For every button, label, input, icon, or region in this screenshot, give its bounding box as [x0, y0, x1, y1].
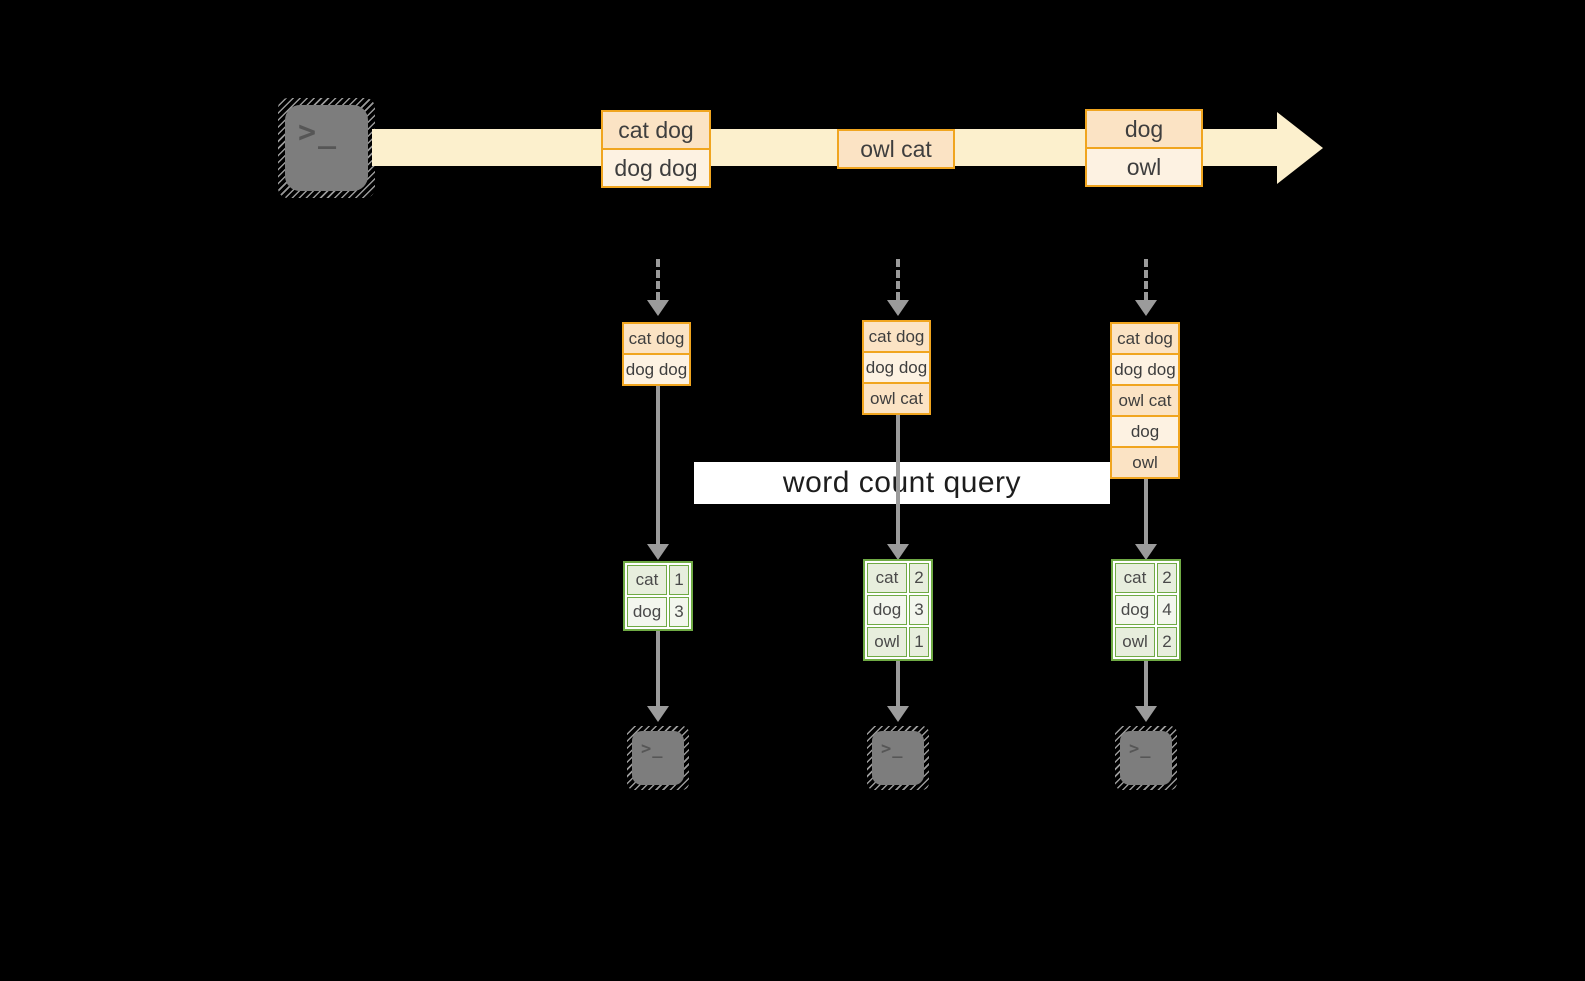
prompt-glyph: >_ [298, 115, 339, 150]
input-record: cat dog [622, 322, 691, 355]
down-arrow-icon [1135, 655, 1157, 722]
input-record: dog dog [622, 353, 691, 386]
dashed-arrow-icon [887, 259, 909, 316]
stream-arrowhead-icon [1277, 112, 1323, 184]
down-arrow-icon [887, 415, 909, 560]
stream-batch-1: cat dog dog dog [601, 110, 711, 188]
sink-terminal-icon: >_ [867, 726, 929, 790]
down-arrow-icon [1135, 479, 1157, 560]
input-record: owl cat [1110, 384, 1180, 417]
terminal-screen: >_ [632, 731, 684, 785]
sink-terminal-icon: >_ [627, 726, 689, 790]
word-count-table-3: cat 2 dog 4 owl 2 [1111, 559, 1181, 661]
word-cell: cat [867, 563, 907, 593]
stream-record: owl [1085, 147, 1203, 187]
word-cell: cat [627, 565, 667, 595]
stream-batch-2: owl cat [837, 129, 955, 169]
stream-record: dog [1085, 109, 1203, 149]
terminal-screen: >_ [285, 105, 368, 191]
count-cell: 3 [909, 595, 929, 625]
prompt-glyph: >_ [881, 739, 904, 759]
count-cell: 4 [1157, 595, 1177, 625]
input-record: owl [1110, 446, 1180, 479]
query-banner: word count query [694, 462, 1110, 504]
source-terminal-icon: >_ [278, 98, 375, 198]
stream-record: cat dog [601, 110, 711, 150]
prompt-glyph: >_ [641, 739, 664, 759]
accumulated-input-1: cat dog dog dog [622, 322, 691, 386]
input-record: dog dog [1110, 353, 1180, 386]
count-cell: 3 [669, 597, 689, 627]
count-cell: 1 [669, 565, 689, 595]
input-record: dog dog [862, 351, 931, 384]
accumulated-input-2: cat dog dog dog owl cat [862, 320, 931, 415]
word-cell: dog [627, 597, 667, 627]
word-cell: owl [1115, 627, 1155, 657]
word-cell: dog [867, 595, 907, 625]
input-record: owl cat [862, 382, 931, 415]
input-record: dog [1110, 415, 1180, 448]
word-cell: owl [867, 627, 907, 657]
stream-batch-3: dog owl [1085, 109, 1203, 187]
terminal-screen: >_ [872, 731, 924, 785]
input-record: cat dog [1110, 322, 1180, 355]
down-arrow-icon [647, 385, 669, 560]
input-record: cat dog [862, 320, 931, 353]
count-cell: 2 [909, 563, 929, 593]
query-banner-label: word count query [782, 466, 1022, 499]
word-cell: cat [1115, 563, 1155, 593]
count-cell: 1 [909, 627, 929, 657]
count-cell: 2 [1157, 627, 1177, 657]
word-count-table-2: cat 2 dog 3 owl 1 [863, 559, 933, 661]
prompt-glyph: >_ [1129, 739, 1152, 759]
dashed-arrow-icon [647, 259, 669, 316]
down-arrow-icon [887, 655, 909, 722]
dashed-arrow-icon [1135, 259, 1157, 316]
stream-record: dog dog [601, 148, 711, 188]
word-count-table-1: cat 1 dog 3 [623, 561, 693, 631]
stream-record: owl cat [837, 129, 955, 169]
count-cell: 2 [1157, 563, 1177, 593]
accumulated-input-3: cat dog dog dog owl cat dog owl [1110, 322, 1180, 479]
sink-terminal-icon: >_ [1115, 726, 1177, 790]
terminal-screen: >_ [1120, 731, 1172, 785]
word-cell: dog [1115, 595, 1155, 625]
down-arrow-icon [647, 627, 669, 722]
